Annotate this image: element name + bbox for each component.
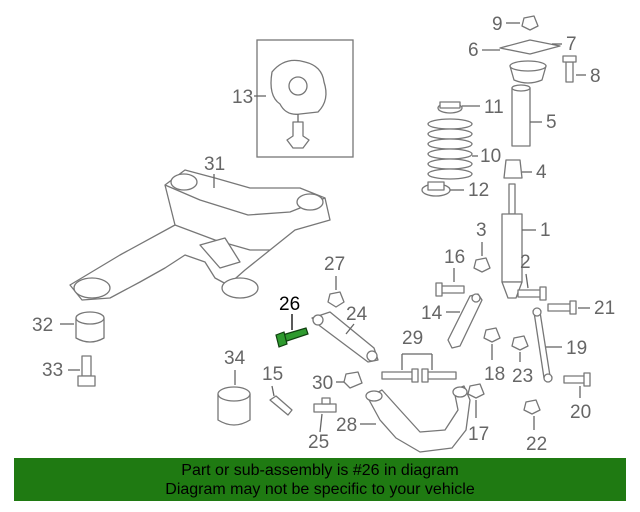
callout-4: 4: [536, 162, 547, 183]
callout-32: 32: [32, 315, 53, 336]
callout-19: 19: [566, 338, 587, 359]
callout-8: 8: [590, 66, 601, 87]
callout-30: 30: [312, 373, 333, 394]
part-2-bolt: [517, 286, 547, 301]
part-15-bolt: [269, 395, 293, 416]
callout-14: 14: [421, 303, 443, 324]
part-11-upper-isolator: [437, 101, 463, 114]
part-6-upper-mount: [509, 60, 547, 84]
callout-6: 6: [468, 40, 479, 61]
part-31-crossmember: [69, 169, 331, 301]
part-32-bushing: [75, 311, 105, 343]
callout-21: 21: [594, 298, 615, 319]
callout-29: 29: [402, 328, 423, 349]
part-29-bolts: [381, 368, 457, 383]
part-1-shock-absorber: [501, 183, 523, 299]
part-3-nut: [473, 257, 491, 273]
part-14-link: [447, 293, 483, 349]
part-22-nut: [523, 399, 541, 415]
callout-13: 13: [232, 87, 253, 108]
callout-26: 26: [279, 294, 300, 315]
callout-1: 1: [540, 220, 551, 241]
part-20-bolt: [563, 372, 591, 387]
parts-diagram: 13 31 32 33 34 26 27: [32, 14, 615, 455]
callout-27: 27: [324, 254, 345, 275]
part-16-bolt: [435, 282, 465, 297]
part-19-stabilizer-link: [532, 307, 553, 383]
part-24-arm: [311, 311, 379, 363]
callout-28: 28: [336, 415, 357, 436]
part-9-nut: [521, 15, 539, 31]
part-17-nut: [467, 383, 485, 399]
part-27-nut: [327, 291, 345, 308]
part-21-bolt: [547, 300, 577, 315]
callout-11: 11: [484, 97, 504, 118]
callout-24: 24: [346, 304, 368, 325]
part-25-bolt: [313, 397, 337, 413]
banner-line-2: Diagram may not be specific to your vehi…: [165, 481, 475, 498]
part-13-knuckle: [256, 39, 354, 158]
callout-5: 5: [546, 112, 557, 133]
callout-16: 16: [444, 247, 465, 268]
callout-33: 33: [42, 360, 63, 381]
part-5-dust-boot: [511, 84, 531, 147]
part-28-control-arm: [365, 385, 471, 453]
info-banner: Part or sub-assembly is #26 in diagram D…: [14, 458, 626, 501]
callout-3: 3: [476, 220, 487, 241]
part-30-nut: [343, 371, 363, 389]
part-33-bolt: [77, 355, 96, 387]
callout-20: 20: [570, 402, 591, 423]
callout-18: 18: [484, 364, 505, 385]
callout-22: 22: [526, 434, 547, 455]
part-7-plate: [499, 39, 561, 55]
callout-34: 34: [224, 348, 246, 369]
part-34-bushing: [217, 386, 251, 426]
callout-31: 31: [204, 154, 225, 175]
callout-23: 23: [512, 366, 533, 387]
part-18-nut: [483, 327, 501, 343]
part-26-bolt-highlighted: [275, 327, 309, 348]
part-12-lower-isolator: [421, 181, 451, 197]
callout-2: 2: [520, 252, 531, 273]
callout-7: 7: [566, 34, 577, 55]
part-4-bumper: [503, 159, 523, 179]
callout-25: 25: [308, 432, 329, 453]
callout-10: 10: [480, 146, 501, 167]
callout-15: 15: [262, 364, 283, 385]
callout-17: 17: [468, 424, 489, 445]
callout-9: 9: [492, 14, 503, 35]
part-8-bolt: [562, 55, 577, 83]
part-10-coil-spring: [427, 118, 473, 180]
callout-12: 12: [468, 180, 489, 201]
banner-line-1: Part or sub-assembly is #26 in diagram: [181, 462, 459, 479]
part-23-nut: [511, 335, 529, 351]
